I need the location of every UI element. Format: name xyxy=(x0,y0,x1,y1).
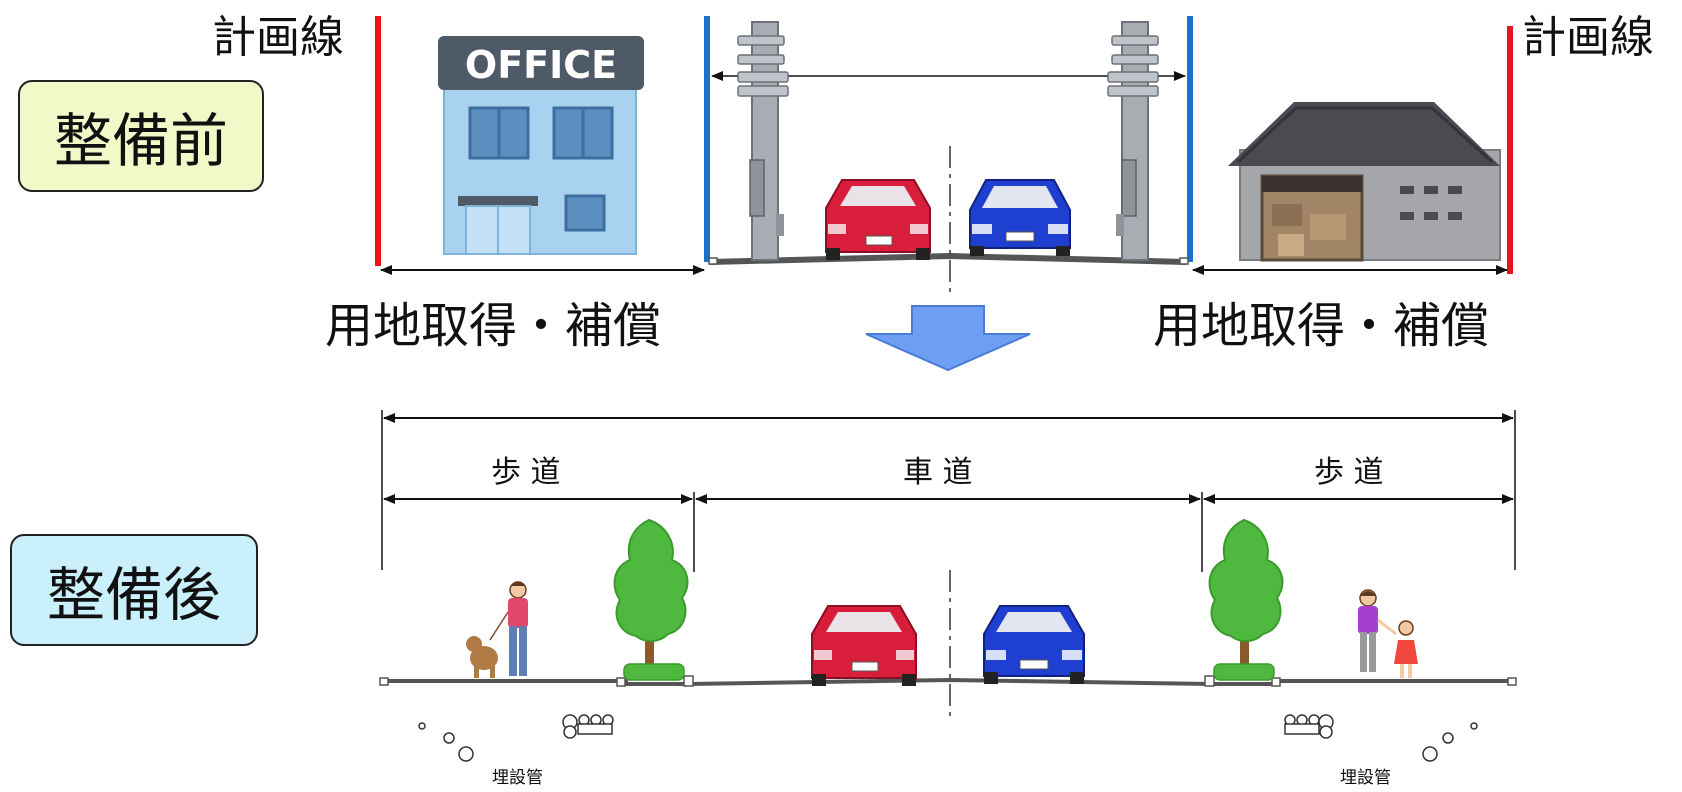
buried-pipes-left-icon xyxy=(418,714,614,762)
blue-car-after-icon xyxy=(983,605,1085,684)
blue-car-before-icon xyxy=(969,179,1071,256)
woman-with-child-icon xyxy=(1358,589,1418,678)
curb-after-3 xyxy=(683,675,694,687)
red-car-before-icon xyxy=(825,179,931,260)
road-surface-after xyxy=(382,677,1515,686)
before-badge: 整備前 xyxy=(18,80,264,192)
buried-pipe-label-right: 埋設管 xyxy=(1340,768,1391,788)
warehouse-icon xyxy=(1228,102,1501,262)
existing-road-surface xyxy=(709,252,1187,265)
after-badge: 整備後 xyxy=(10,534,258,646)
curb-after-1 xyxy=(379,677,389,686)
curb-after-4 xyxy=(1204,675,1215,687)
roadway-label: 車 道 xyxy=(903,455,973,490)
buried-pipes-right-icon xyxy=(1284,714,1478,762)
plan-line-label-right: 計画線 xyxy=(1522,12,1654,63)
man-with-dog-icon xyxy=(466,581,528,678)
tree-right-icon xyxy=(1208,518,1284,681)
land-acquisition-label-right: 用地取得・補償 xyxy=(1153,298,1490,354)
office-sign: OFFICE xyxy=(465,43,617,87)
red-car-after-icon xyxy=(811,605,917,686)
tree-left-icon xyxy=(613,518,689,681)
down-arrow-icon xyxy=(865,305,1031,372)
curb-right xyxy=(1179,257,1189,265)
sidewalk-right-label: 歩 道 xyxy=(1314,455,1384,490)
curb-after-5 xyxy=(1271,677,1281,687)
plan-line-label-left: 計画線 xyxy=(212,12,344,63)
utility-pole-right-icon xyxy=(1107,21,1159,261)
office-building-icon xyxy=(438,36,644,255)
utility-pole-left-icon xyxy=(737,21,789,261)
curb-after-2 xyxy=(616,677,626,687)
sidewalk-left-label: 歩 道 xyxy=(491,455,561,490)
curb-left xyxy=(708,257,718,265)
land-acquisition-label-left: 用地取得・補償 xyxy=(325,298,662,354)
buried-pipe-label-left: 埋設管 xyxy=(492,768,543,788)
curb-after-6 xyxy=(1507,677,1517,686)
